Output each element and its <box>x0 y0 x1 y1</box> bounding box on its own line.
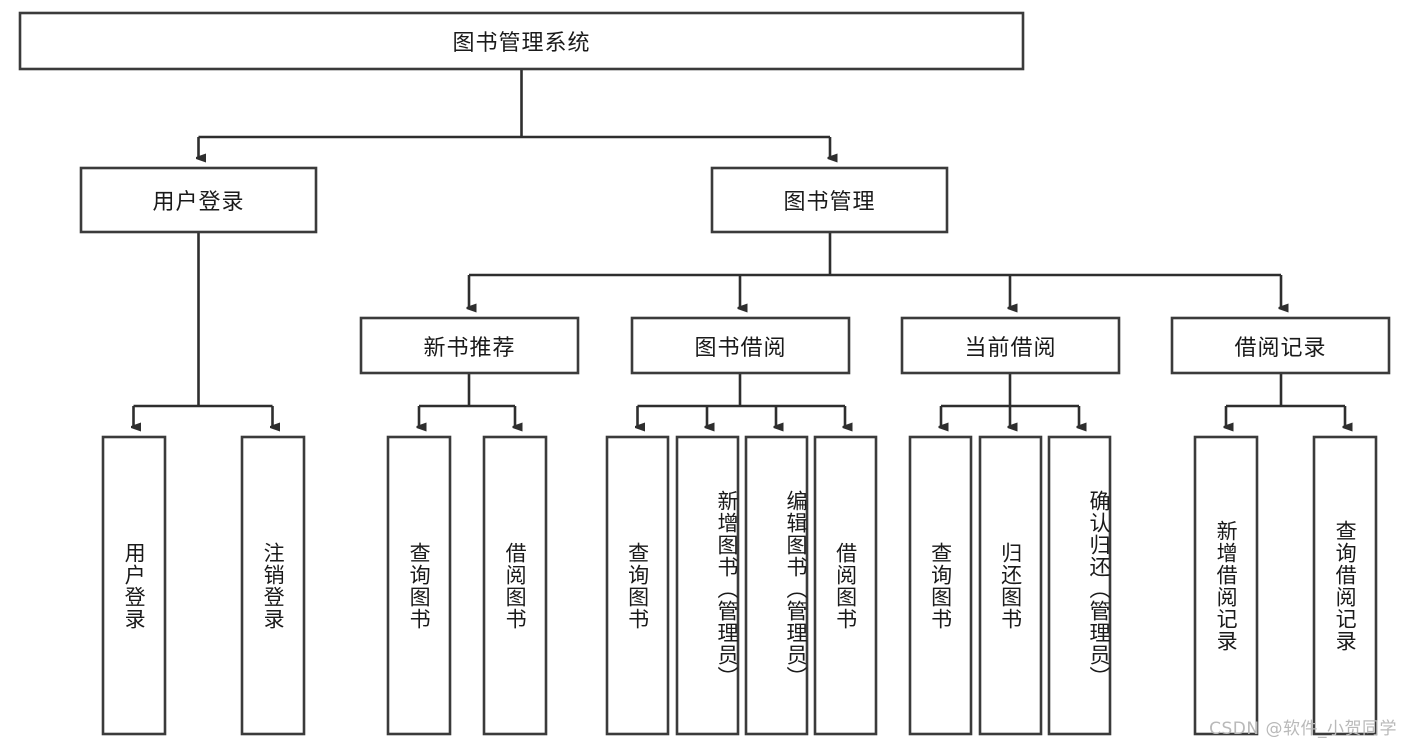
node-box-root[interactable] <box>18 11 1025 71</box>
node-box-new-book-recommend[interactable] <box>359 316 580 375</box>
node-box-book-borrow[interactable] <box>630 316 851 375</box>
node-box-leaf-book-borrow-2[interactable] <box>675 435 740 736</box>
node-box-book-manage[interactable] <box>710 166 949 234</box>
node-box-leaf-current-borrow-2[interactable] <box>978 435 1043 736</box>
node-box-leaf-book-borrow-3[interactable] <box>744 435 809 736</box>
node-box-leaf-user-login-1[interactable] <box>101 435 167 736</box>
node-box-leaf-current-borrow-3[interactable] <box>1047 435 1112 736</box>
watermark-text: CSDN @软件_小贺同学 <box>1209 719 1397 739</box>
box-layer <box>18 11 1391 736</box>
connector-layer <box>134 69 1346 427</box>
node-box-current-borrow[interactable] <box>900 316 1121 375</box>
node-box-user-login[interactable] <box>79 166 318 234</box>
node-box-leaf-borrow-record-2[interactable] <box>1312 435 1378 736</box>
node-box-leaf-new-book-2[interactable] <box>482 435 548 736</box>
node-box-borrow-record[interactable] <box>1170 316 1391 375</box>
node-box-leaf-book-borrow-4[interactable] <box>813 435 878 736</box>
node-box-leaf-borrow-record-1[interactable] <box>1193 435 1259 736</box>
node-box-leaf-current-borrow-1[interactable] <box>908 435 973 736</box>
node-box-leaf-new-book-1[interactable] <box>386 435 452 736</box>
node-box-leaf-user-login-2[interactable] <box>240 435 306 736</box>
node-box-leaf-book-borrow-1[interactable] <box>605 435 670 736</box>
